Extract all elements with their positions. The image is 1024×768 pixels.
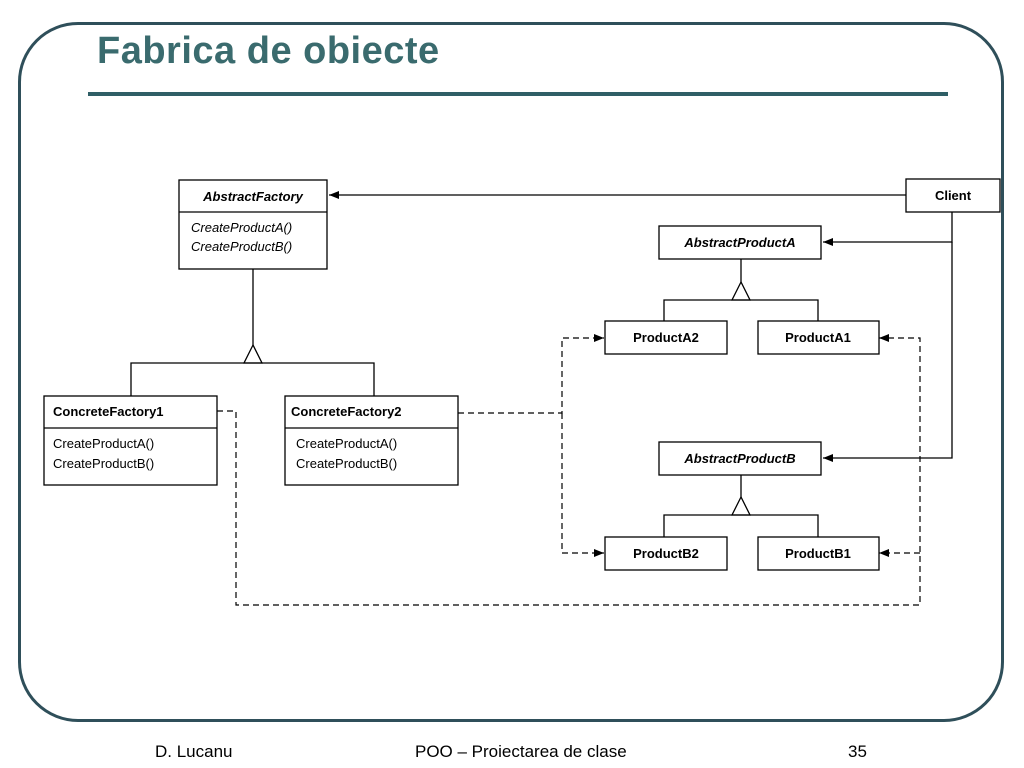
abstractfactory-name: AbstractFactory: [202, 189, 303, 204]
factory-inheritance: [130, 269, 375, 396]
class-producta1: ProductA1: [757, 320, 880, 355]
abstractfactory-op-1: CreateProductA(): [191, 220, 292, 235]
concretefactory2-op-2: CreateProductB(): [296, 456, 397, 471]
client-associations: [329, 191, 953, 462]
footer-page-number: 35: [848, 742, 867, 761]
footer-author: D. Lucanu: [155, 742, 233, 761]
slide-frame: [18, 22, 1004, 722]
abstractproducta-name: AbstractProductA: [683, 235, 795, 250]
class-productb2: ProductB2: [604, 536, 728, 571]
class-producta2: ProductA2: [604, 320, 728, 355]
concretefactory1-name: ConcreteFactory1: [53, 404, 164, 419]
cf1-to-producta1-dependency: [217, 334, 921, 606]
productb2-name: ProductB2: [633, 546, 699, 561]
productb1-name: ProductB1: [785, 546, 851, 561]
client-name: Client: [935, 188, 972, 203]
product-a-inheritance: [663, 259, 819, 321]
class-abstractproducta: AbstractProductA: [658, 225, 822, 260]
concretefactory1-op-1: CreateProductA(): [53, 436, 154, 451]
abstractfactory-op-2: CreateProductB(): [191, 239, 292, 254]
title-underline: [88, 92, 948, 96]
class-concretefactory2: ConcreteFactory2 CreateProductA() Create…: [284, 395, 459, 486]
class-concretefactory1: ConcreteFactory1 CreateProductA() Create…: [43, 395, 218, 486]
abstractproductb-name: AbstractProductB: [683, 451, 795, 466]
footer-course-title: POO – Proiectarea de clase: [415, 742, 627, 761]
concretefactory2-op-1: CreateProductA(): [296, 436, 397, 451]
client-to-abstractproducta-arrow: [823, 212, 953, 246]
producta2-name: ProductA2: [633, 330, 699, 345]
product-b-inheritance: [663, 475, 819, 537]
producta1-name: ProductA1: [785, 330, 851, 345]
class-abstractproductb: AbstractProductB: [658, 441, 822, 476]
class-productb1: ProductB1: [757, 536, 880, 571]
client-to-abstractproductb-arrow: [823, 242, 953, 462]
concretefactory2-name: ConcreteFactory2: [291, 404, 402, 419]
class-abstractfactory: AbstractFactory CreateProductA() CreateP…: [178, 179, 328, 270]
class-client: Client: [905, 178, 1001, 213]
slide-title: Fabrica de obiecte: [97, 30, 440, 72]
cf2-to-producta2-dependency: [458, 334, 604, 414]
creation-dependencies: [217, 334, 921, 606]
concretefactory1-op-2: CreateProductB(): [53, 456, 154, 471]
cf2-to-productb2-dependency: [561, 413, 604, 557]
